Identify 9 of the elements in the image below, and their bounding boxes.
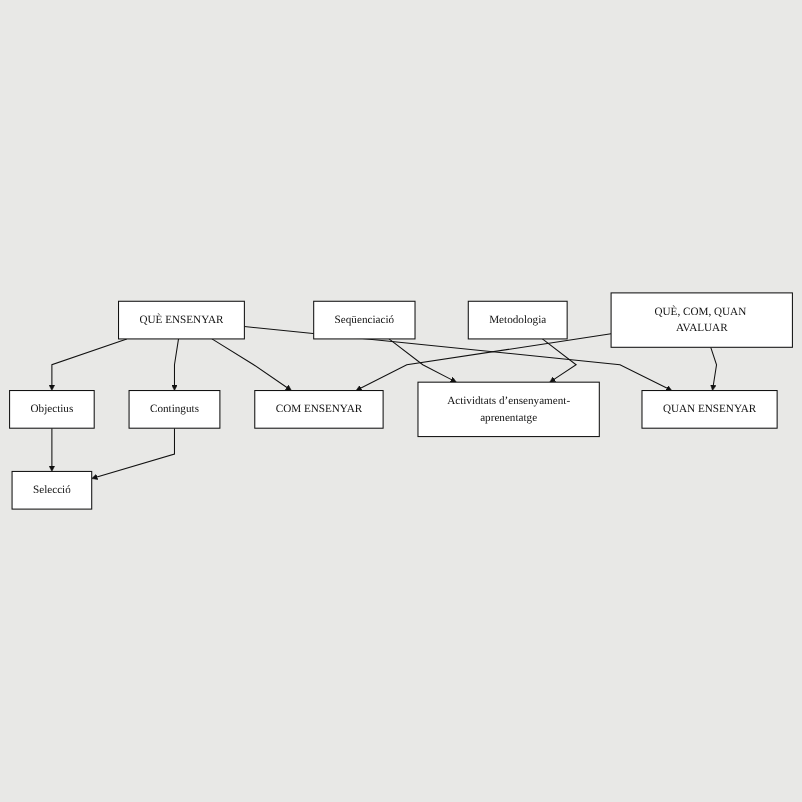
arrow	[91, 427, 175, 480]
arrow	[541, 338, 578, 383]
arrow	[48, 427, 55, 472]
arrow	[710, 346, 718, 391]
arrow	[355, 333, 612, 391]
arrow	[211, 338, 292, 391]
arrow	[48, 338, 128, 391]
arrow	[388, 338, 457, 383]
arrow	[171, 338, 180, 391]
